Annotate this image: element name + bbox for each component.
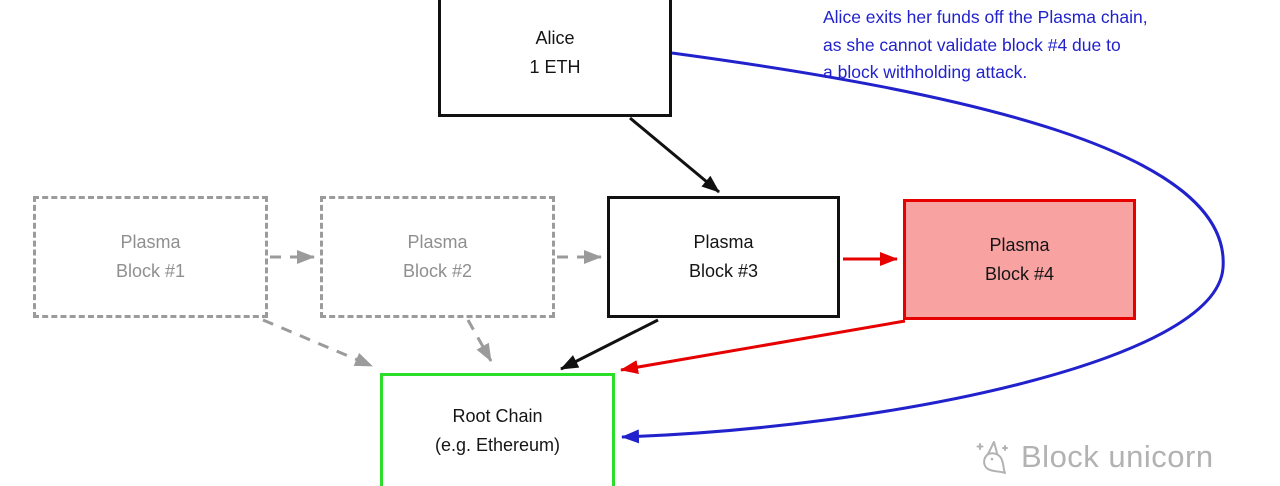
annotation-line-3: a block withholding attack. (823, 62, 1028, 82)
unicorn-icon (976, 441, 1008, 474)
annotation-line-2: as she cannot validate block #4 due to (823, 34, 1121, 55)
node-plasma-block-3: Plasma Block #3 (607, 196, 840, 318)
arrow-block2-to-root (466, 319, 493, 362)
root-label-line1: Root Chain (452, 406, 543, 426)
node-plasma-block-1: Plasma Block #1 (33, 196, 268, 318)
block3-label-line2: Block #3 (688, 261, 759, 281)
arrow-alice-to-block3 (629, 116, 720, 194)
block4-label-line1: Plasma (989, 234, 1050, 255)
node-alice: Alice 1 ETH (438, 0, 672, 117)
arrow-block1-to-root (262, 318, 373, 368)
annotation-text: Alice exits her funds off the Plasma cha… (823, 4, 1253, 87)
alice-name: Alice (535, 28, 575, 48)
block4-label-line2: Block #4 (984, 263, 1055, 284)
annotation-line-1: Alice exits her funds off the Plasma cha… (823, 7, 1148, 27)
watermark-label: Block unicorn (1021, 439, 1214, 474)
node-plasma-block-2: Plasma Block #2 (320, 196, 555, 318)
block2-label-line2: Block #2 (402, 261, 473, 281)
block2-label-line1: Plasma (407, 232, 468, 252)
block1-label-line2: Block #1 (115, 261, 186, 281)
arrow-alice-exit-to-root (621, 51, 1225, 444)
block1-label-line1: Plasma (120, 232, 181, 252)
watermark: Block unicorn (974, 436, 1214, 478)
root-label-line2: (e.g. Ethereum) (434, 435, 561, 455)
node-root-chain: Root Chain (e.g. Ethereum) (380, 373, 615, 486)
arrow-block3-to-root (560, 318, 659, 371)
node-plasma-block-4: Plasma Block #4 (903, 199, 1136, 320)
alice-balance: 1 ETH (529, 57, 581, 77)
arrow-block4-to-root (620, 319, 906, 375)
block3-label-line1: Plasma (693, 232, 754, 252)
